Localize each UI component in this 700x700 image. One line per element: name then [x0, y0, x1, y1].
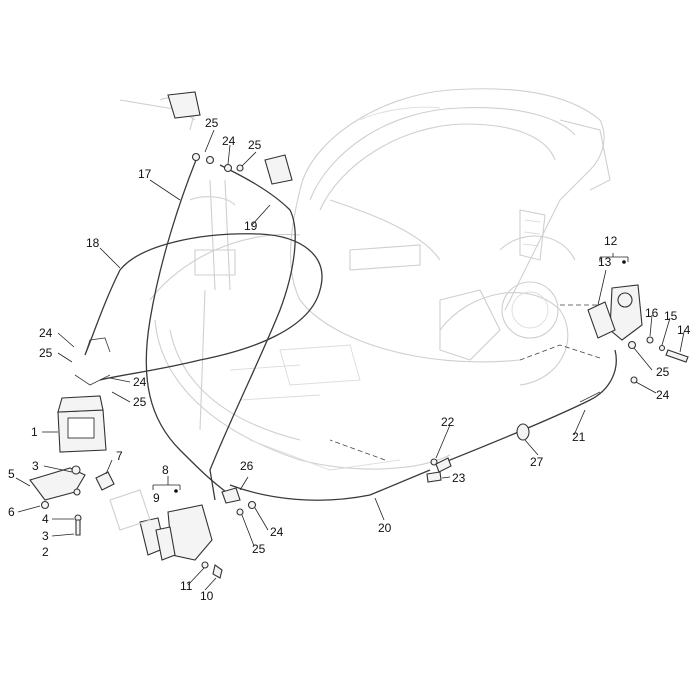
callout-5: 5: [8, 467, 15, 481]
callout-26: 26: [240, 459, 254, 473]
callout-24b: 24: [39, 326, 53, 340]
callout-24d: 24: [270, 525, 284, 539]
callout-18: 18: [86, 236, 100, 250]
callout-6: 6: [8, 505, 15, 519]
callout-11: 11: [180, 579, 193, 593]
front-master-cylinder: [167, 91, 201, 119]
callout-16: 16: [645, 306, 659, 320]
callout-15: 15: [664, 309, 678, 323]
callout-25a: 25: [205, 116, 219, 130]
callout-1: 1: [31, 425, 38, 439]
callout-9: 9: [153, 491, 160, 505]
rear-pads: [587, 301, 616, 339]
callout-22: 22: [441, 415, 455, 429]
callout-25f: 25: [656, 365, 670, 379]
callout-19: 19: [244, 219, 258, 233]
brake-pad-b: [155, 526, 176, 561]
clip-23: [426, 471, 442, 483]
ring-27: [516, 423, 530, 441]
leader-lines: [15, 129, 685, 591]
callout-25e: 25: [252, 542, 266, 556]
callout-labels: 1 2 3 3 4 5 6 7 8 9 10 11 12 13 14 15 16…: [8, 116, 691, 603]
scooter-frame-ghost: [119, 88, 611, 471]
hose-18: [84, 233, 323, 381]
callout-24c: 24: [133, 375, 147, 389]
cable-21: [444, 349, 617, 463]
hose-17: [145, 159, 231, 496]
hose-19: [209, 164, 296, 501]
callout-20: 20: [378, 521, 392, 535]
callout-21: 21: [572, 430, 586, 444]
clamp-7: [95, 471, 115, 491]
callout-27: 27: [530, 455, 544, 469]
cable-20: [229, 469, 431, 501]
callout-13: 13: [598, 255, 612, 269]
callout-3a: 3: [32, 459, 39, 473]
callout-2: 2: [42, 545, 49, 559]
callout-14: 14: [677, 323, 691, 337]
callout-7: 7: [116, 449, 123, 463]
callout-3b: 3: [42, 529, 49, 543]
callout-8: 8: [162, 463, 169, 477]
assembly-guides: [329, 304, 601, 461]
callout-25c: 25: [39, 346, 53, 360]
callout-17: 17: [138, 167, 152, 181]
callout-25b: 25: [248, 138, 262, 152]
rear-master-cylinder: [264, 154, 293, 185]
callout-24a: 24: [222, 134, 236, 148]
component-parts: [29, 91, 689, 579]
callout-4: 4: [42, 512, 49, 526]
fitting-26: [221, 487, 241, 504]
callout-25d: 25: [133, 395, 147, 409]
callout-12: 12: [604, 234, 618, 248]
callout-23: 23: [452, 471, 466, 485]
brake-hoses: [74, 159, 617, 501]
callout-24e: 24: [656, 388, 670, 402]
callout-10: 10: [200, 589, 214, 603]
